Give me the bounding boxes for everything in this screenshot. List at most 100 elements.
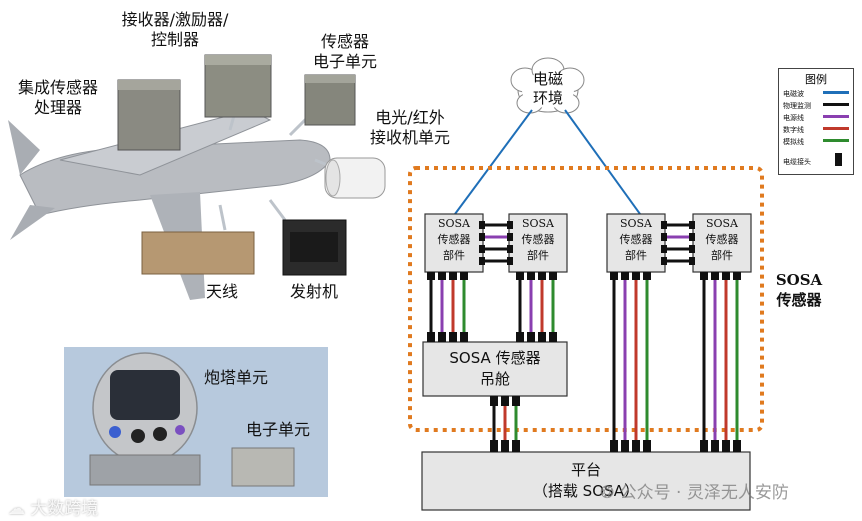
cable-bundle-component-1 (427, 272, 468, 342)
pod-label: SOSA 传感器 吊舱 (423, 348, 567, 390)
label-line: 传感器 (619, 233, 653, 246)
label-line: 部件 (527, 249, 549, 262)
transmitter-grille (290, 232, 338, 262)
label-line: 平台 (570, 461, 601, 479)
em-environment-cloud (510, 57, 585, 114)
cable-bundle-component-4 (700, 272, 741, 452)
label-line: SOSA (437, 217, 471, 230)
pointer-line (218, 204, 227, 231)
legend-label-power: 电源线 (783, 114, 804, 122)
em-environment-label: 电磁 环境 (522, 70, 574, 108)
label-line: 电磁 (532, 70, 563, 88)
sosa-component-4 (692, 213, 752, 273)
platform-box (421, 451, 751, 511)
label-line: 吊舱 (479, 370, 510, 388)
label-line: 传感器 (521, 233, 555, 246)
legend-label-physical: 物理监测 (783, 102, 811, 110)
receiver-exciter-box-top (205, 55, 271, 65)
label-line: 传感器 (437, 233, 471, 246)
component-3-label: SOSA 传感器 部件 (607, 216, 665, 264)
sosa-sensor-pod (422, 341, 568, 397)
em-wave-link (564, 109, 641, 215)
turret-lens-dark (153, 427, 167, 441)
legend-label-analog: 模拟线 (783, 138, 804, 146)
label-line: 部件 (625, 249, 647, 262)
electronics-unit-label: 电子单元 (245, 420, 310, 439)
component-1-label: SOSA 传感器 部件 (425, 216, 483, 264)
turret-lens-dark (131, 429, 145, 443)
legend-swatch-analog (823, 139, 849, 142)
eo-ir-receiver-lens (325, 159, 341, 197)
transmitter-label: 发射机 (289, 282, 338, 301)
sensor-electronics-box (304, 74, 356, 126)
sosa-sensor-boundary (408, 166, 764, 432)
turret-base (89, 454, 201, 486)
sosa-component-2 (508, 213, 568, 273)
sensor-electronics-label: 传感器 电子单元 (300, 32, 390, 72)
em-wave-link (454, 109, 533, 215)
label-line: 电光/红外 (375, 108, 445, 127)
component-link-pair-2 (661, 221, 695, 265)
electronics-unit-box (231, 447, 295, 487)
legend-label-connector: 电缆接头 (783, 158, 811, 166)
legend-swatch-power (823, 115, 849, 118)
label-line: 处理器 (33, 98, 82, 117)
platform-label: 平台 （搭载 SOSA） (422, 460, 750, 502)
legend-swatch-digital (823, 127, 849, 130)
label-line: 集成传感器 (17, 78, 98, 97)
antenna-label: 天线 (205, 282, 238, 301)
component-4-label: SOSA 传感器 部件 (693, 216, 751, 264)
watermark-right: ❂ 公众号 · 灵泽无人安防 (600, 478, 789, 503)
label-line: SOSA (705, 217, 739, 230)
legend-swatch-connector (835, 153, 842, 166)
sosa-component-1 (424, 213, 484, 273)
turret-lens-blue (109, 426, 121, 438)
component-link-pair-1 (479, 221, 513, 265)
watermark-left: ☁ 大数跨境 (8, 494, 98, 519)
integrated-processor-label: 集成传感器 处理器 (4, 78, 112, 118)
turret-lens-purple (175, 425, 185, 435)
watermark-left-text: 大数跨境 (30, 499, 99, 519)
pointer-line (268, 199, 287, 221)
label-line: 部件 (443, 249, 465, 262)
label-line: 电子单元 (312, 52, 377, 71)
integrated-processor-box-side (118, 80, 180, 90)
watermark-icon: ☁ (8, 499, 31, 519)
cable-bundle-component-3 (610, 272, 651, 452)
uav-tail-lower (10, 205, 55, 240)
label-line: 接收器/激励器/ (121, 10, 229, 29)
label-line: 部件 (711, 249, 733, 262)
cable-bundle-pod (490, 396, 520, 452)
label-line: 传感器 (320, 32, 369, 51)
uav-illustration (8, 54, 386, 300)
sensor-electronics-box-top (305, 75, 355, 83)
label-line: 传感器 (705, 233, 739, 246)
legend-swatch-physical (823, 103, 849, 106)
turret-label: 炮塔单元 (203, 368, 268, 387)
legend-label-digital: 数字线 (783, 126, 804, 134)
label-line: （搭载 SOSA） (532, 482, 640, 500)
turret-photo (64, 347, 328, 497)
label-line: 接收机单元 (369, 128, 450, 147)
label-line: 传感器 (776, 291, 822, 309)
legend-label-em-wave: 电磁波 (783, 90, 804, 98)
integrated-processor-box (117, 79, 181, 151)
eo-ir-label: 电光/红外 接收机单元 (360, 108, 460, 148)
cable-bundle-component-2 (516, 272, 557, 342)
receiver-exciter-label: 接收器/激励器/ 控制器 (110, 10, 240, 50)
sosa-sensor-label: SOSA 传感器 (764, 270, 834, 310)
uav-tail (8, 120, 40, 175)
component-2-label: SOSA 传感器 部件 (509, 216, 567, 264)
label-line: SOSA (521, 217, 555, 230)
antenna-panel (141, 231, 255, 275)
label-line: 环境 (532, 89, 563, 107)
label-line: 控制器 (150, 30, 199, 49)
label-line: SOSA (775, 271, 823, 289)
legend-title: 图例 (805, 73, 827, 86)
wechat-icon: ❂ (600, 483, 620, 503)
sosa-architecture (408, 57, 764, 511)
label-line: SOSA (619, 217, 653, 230)
legend-swatch-em-wave (823, 91, 849, 94)
legend: 图例 电磁波 物理监测 电源线 数字线 模拟线 电缆接头 (778, 68, 854, 175)
